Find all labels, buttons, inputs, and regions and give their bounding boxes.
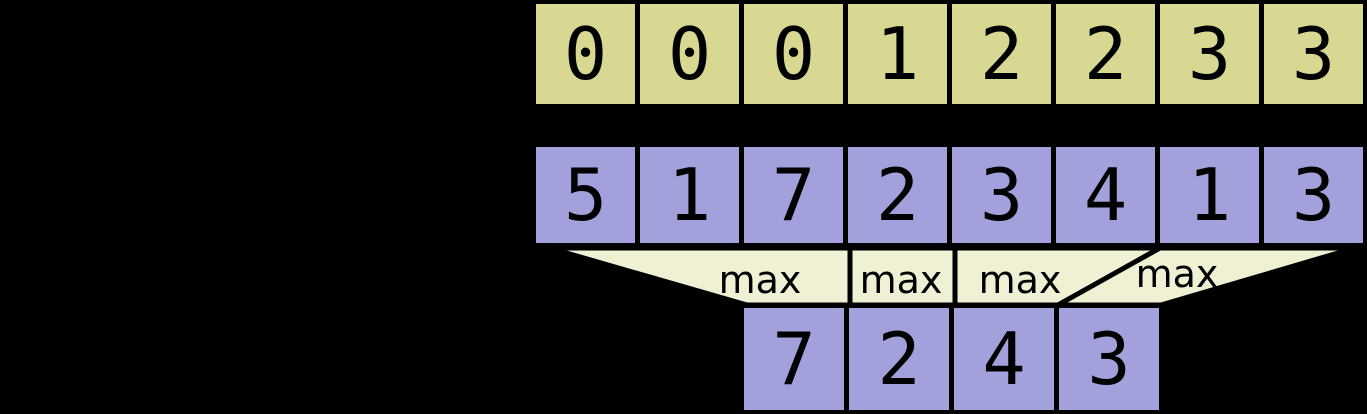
keys-row: 0 0 0 1 2 2 3 3 [536, 4, 1363, 104]
result-cell: 2 [849, 308, 949, 410]
key-cell: 3 [1160, 4, 1259, 104]
key-cell: 3 [1264, 4, 1363, 104]
result-row: 7 2 4 3 [744, 308, 1159, 410]
value-cell: 4 [1056, 147, 1155, 243]
value-cell: 5 [536, 147, 635, 243]
value-cell: 3 [952, 147, 1051, 243]
result-cell: 4 [954, 308, 1054, 410]
key-cell: 0 [640, 4, 739, 104]
value-cell: 1 [1160, 147, 1259, 243]
value-cell: 7 [744, 147, 843, 243]
key-cell: 2 [1056, 4, 1155, 104]
key-cell: 2 [952, 4, 1051, 104]
key-cell: 0 [536, 4, 635, 104]
result-cell: 3 [1059, 308, 1159, 410]
max-operator-label: max [718, 258, 802, 302]
max-region-1 [548, 245, 853, 308]
max-operator-label: max [859, 258, 943, 302]
value-cell: 3 [1264, 147, 1363, 243]
value-cell: 2 [848, 147, 947, 243]
value-cell: 1 [640, 147, 739, 243]
key-cell: 1 [848, 4, 947, 104]
result-cell: 7 [744, 308, 844, 410]
values-row: 5 1 7 2 3 4 1 3 [536, 147, 1363, 243]
max-operator-label: max [978, 258, 1062, 302]
max-region-4 [1048, 245, 1356, 308]
key-cell: 0 [744, 4, 843, 104]
max-operator-label: max [1135, 252, 1219, 296]
